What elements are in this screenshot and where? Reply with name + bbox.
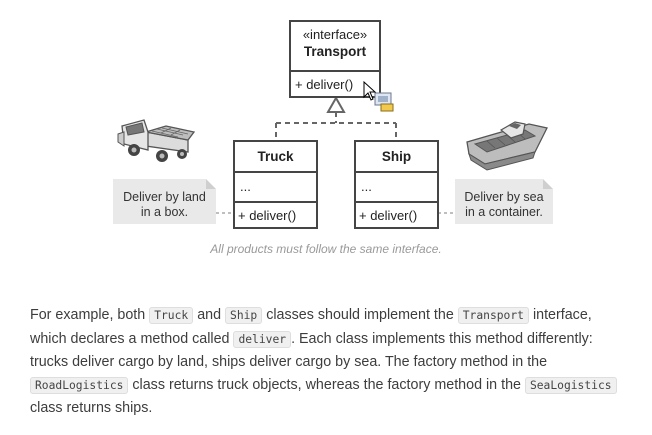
ship-class-method: + deliver() — [356, 201, 437, 227]
ship-class-name: Ship — [381, 149, 412, 164]
truck-class-fields: ... — [235, 171, 316, 201]
transport-interface-box: «interface» Transport + deliver() — [289, 20, 381, 98]
text-segment: class returns ships. — [30, 400, 153, 417]
ship-class-fields: ... — [356, 171, 437, 201]
diagram-caption: All products must follow the same interf… — [210, 242, 442, 256]
text-segment: For example, both — [30, 307, 150, 323]
ship-note: Deliver by sea in a container. — [455, 179, 553, 224]
truck-class-name: Truck — [257, 149, 294, 164]
truck-note-line1: Deliver by land — [123, 190, 206, 204]
interface-method: + deliver() — [291, 70, 379, 96]
code-deliver: deliver — [233, 330, 292, 348]
ship-note-line2: in a container. — [465, 205, 543, 219]
code-roadlogistics: RoadLogistics — [30, 376, 129, 394]
inheritance-arrow — [326, 95, 346, 113]
connector-lines — [216, 95, 455, 214]
mouse-cursor-icon — [363, 81, 377, 101]
body-paragraph: For example, both Truck and Ship classes… — [30, 304, 630, 420]
text-segment: and — [193, 307, 226, 323]
text-segment: class returns truck objects, whereas the… — [128, 376, 525, 393]
ship-icon — [466, 121, 548, 171]
tooltip-icon — [374, 92, 394, 112]
code-sealogistics: SeaLogistics — [524, 376, 617, 394]
code-ship: Ship — [225, 307, 263, 324]
text-segment: interface, which declares a method calle… — [30, 307, 592, 347]
ship-note-line1: Deliver by sea — [464, 190, 544, 204]
truck-icon — [117, 119, 196, 162]
interface-name: Transport — [303, 44, 367, 59]
text-segment: classes should implement the — [262, 307, 458, 323]
interface-stereotype: «interface» — [302, 27, 368, 42]
code-transport: Transport — [457, 307, 529, 324]
truck-note-line2: in a box. — [140, 205, 189, 219]
truck-class-box: Truck ... + deliver() — [233, 140, 318, 229]
ship-class-box: Ship ... + deliver() — [354, 140, 439, 229]
truck-note: Deliver by land in a box. — [113, 179, 216, 224]
truck-class-method: + deliver() — [235, 201, 316, 227]
text-segment: . Each class implements this method diff… — [30, 330, 593, 371]
code-truck: Truck — [149, 307, 194, 324]
